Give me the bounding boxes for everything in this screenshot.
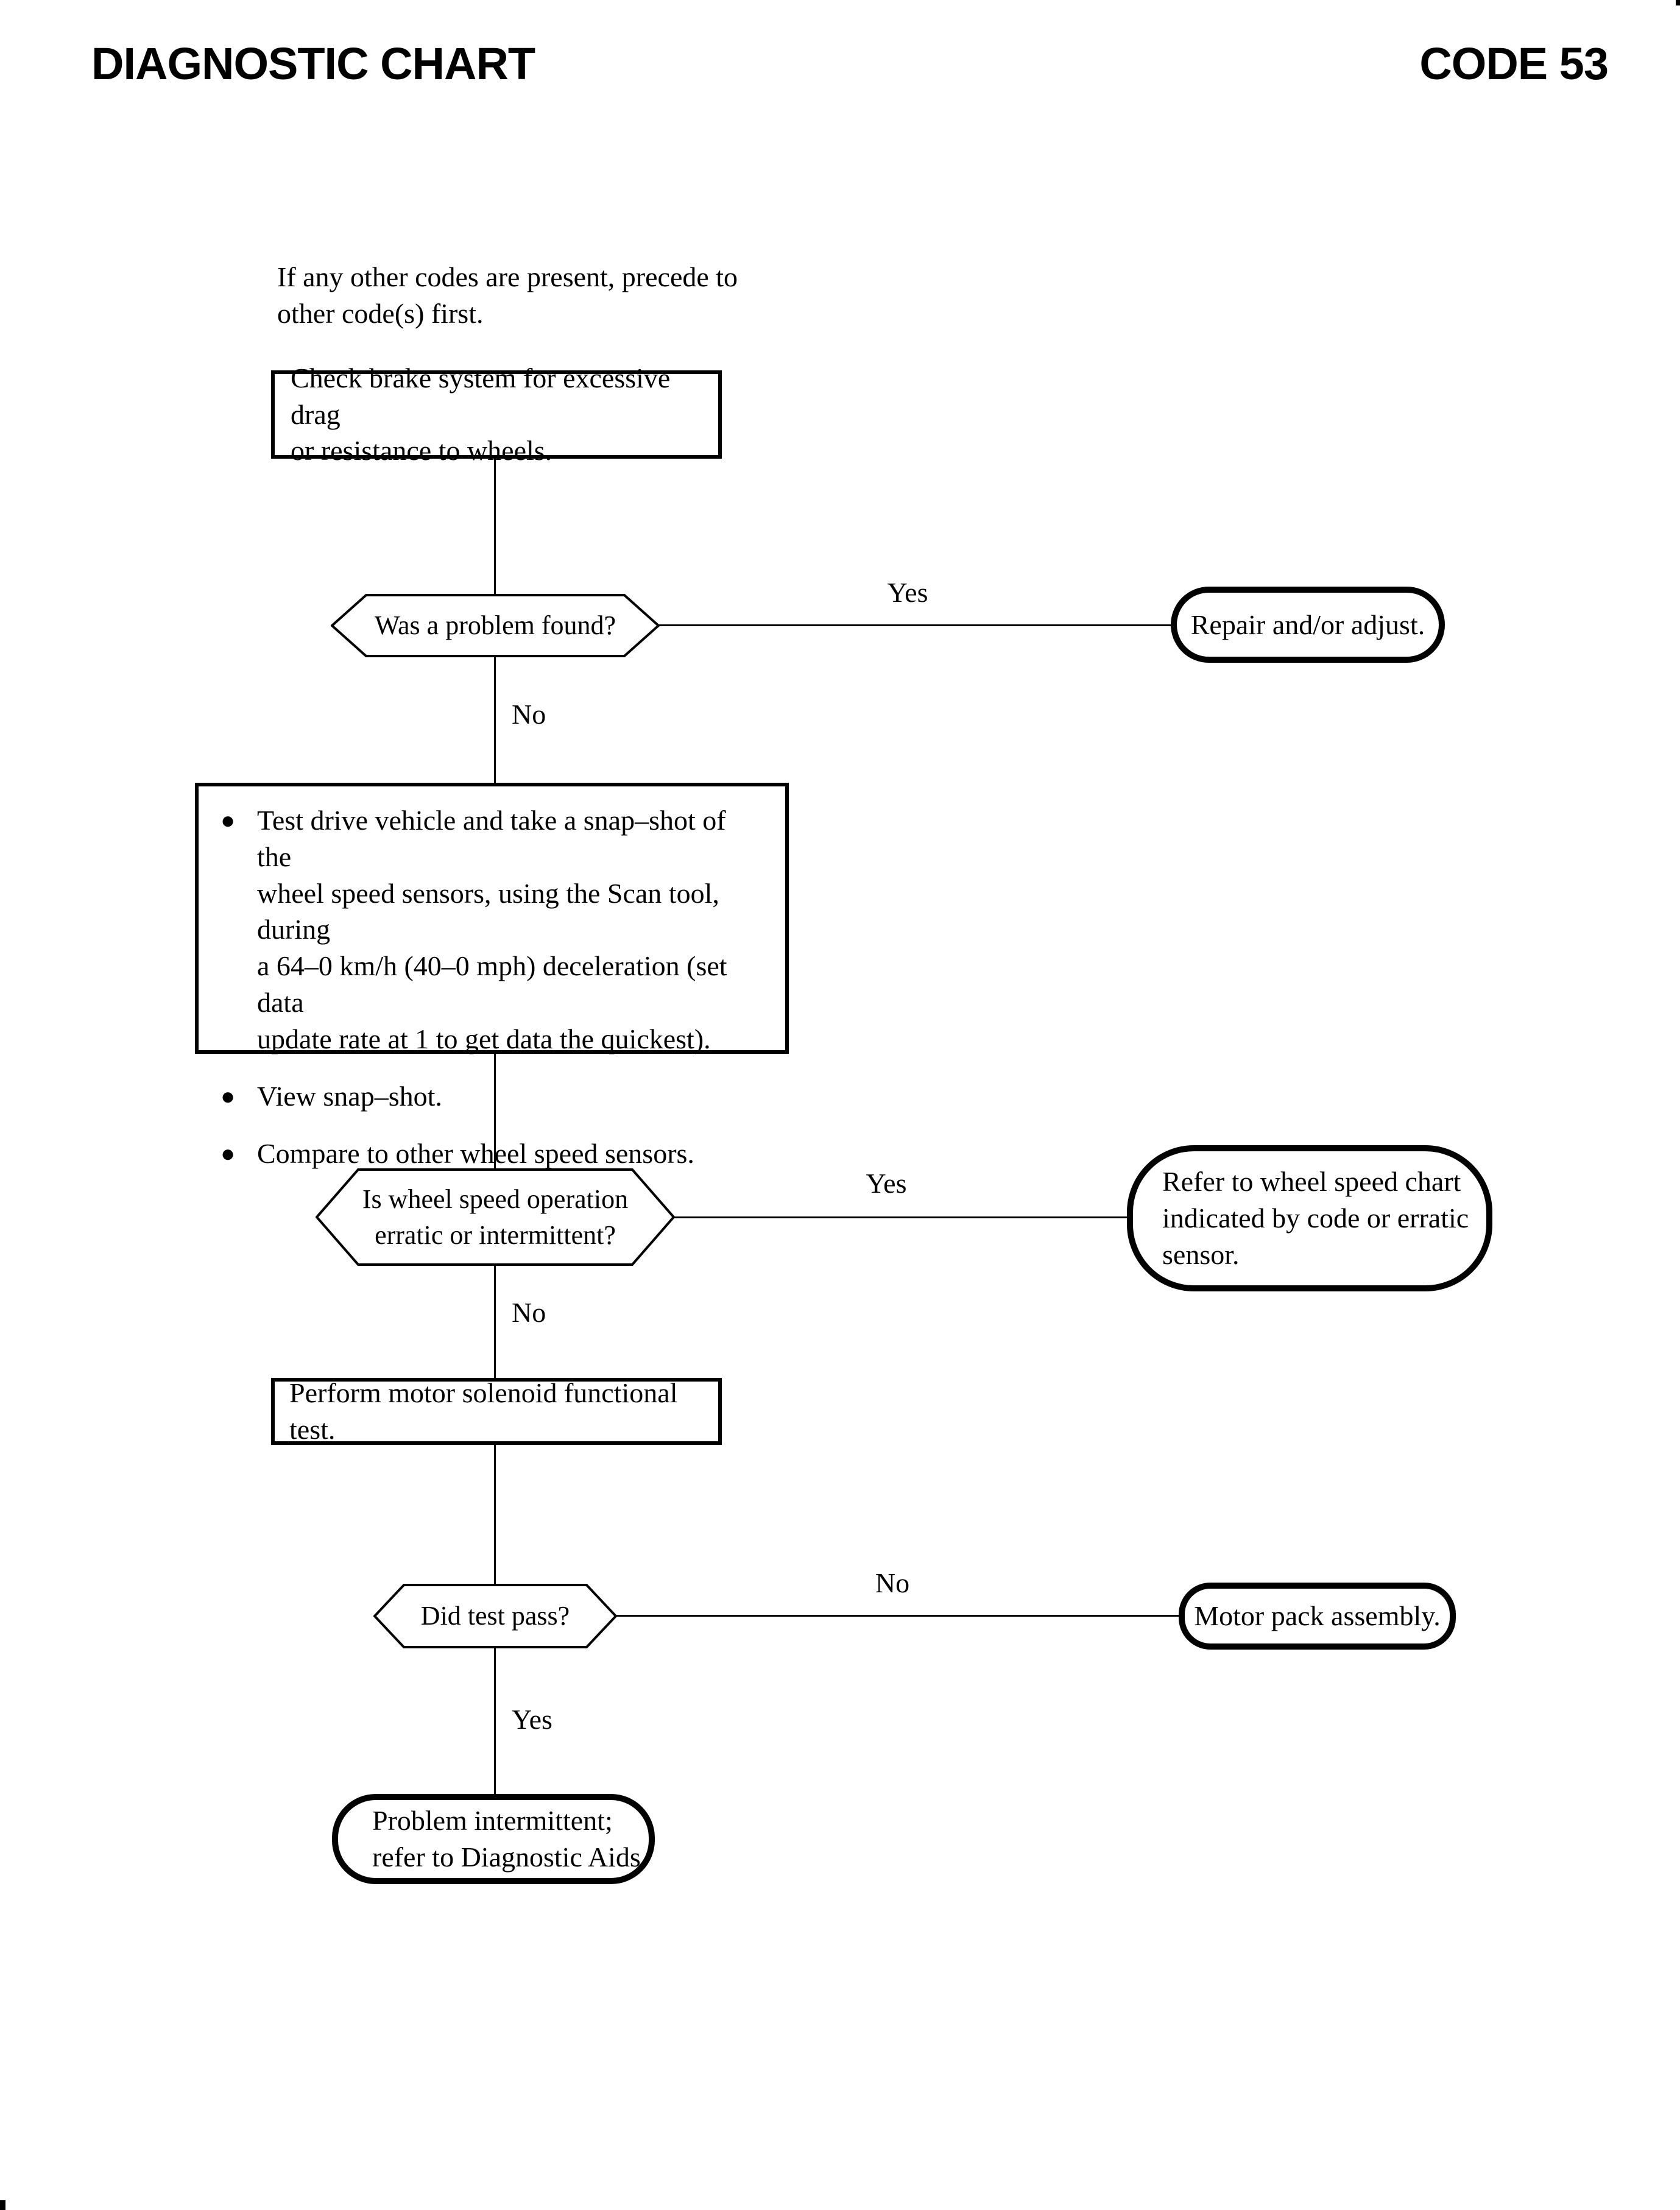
decision-erratic-intermittent-text: Is wheel speed operation erratic or inte… — [362, 1184, 629, 1250]
page-title: DIAGNOSTIC CHART — [91, 38, 535, 89]
scan-artifact-top-right — [1676, 0, 1680, 5]
action-refer-wheel-speed-chart: Refer to wheel speed chart indicated by … — [1127, 1145, 1492, 1291]
bullet-item-text: Compare to other wheel speed sensors. — [257, 1137, 694, 1169]
branch-label-yes-2: Yes — [866, 1168, 907, 1199]
terminal-problem-intermittent: Problem intermittent; refer to Diagnosti… — [332, 1794, 655, 1884]
intro-note: If any other codes are present, precede … — [277, 261, 738, 329]
decision-problem-found-text: Was a problem found? — [375, 610, 616, 641]
bullet-icon: ● — [221, 1082, 236, 1110]
bullet-icon: ● — [221, 1139, 236, 1167]
bullet-item: ● Test drive vehicle and take a snap–sho… — [221, 802, 767, 1057]
connector-no-branch-3 — [616, 1615, 1179, 1617]
process-box-check-brakes-text: Check brake system for excessive drag or… — [291, 362, 671, 467]
connector-vertical-4 — [494, 1266, 496, 1378]
scan-artifact-bottom-left — [0, 2200, 5, 2210]
connector-vertical-6 — [494, 1648, 496, 1794]
process-box-solenoid-test-text: Perform motor solenoid functional test. — [289, 1377, 678, 1445]
code-number: CODE 53 — [1419, 38, 1609, 89]
bullet-icon: ● — [221, 807, 236, 834]
connector-vertical-1 — [494, 459, 496, 594]
decision-test-pass: Did test pass? — [373, 1584, 617, 1648]
decision-test-pass-text: Did test pass? — [420, 1601, 570, 1631]
branch-label-yes-1: Yes — [887, 577, 928, 608]
bullet-item-text: Test drive vehicle and take a snap–shot … — [257, 805, 727, 1054]
bullet-item-text: View snap–shot. — [257, 1080, 442, 1112]
action-repair-adjust-text: Repair and/or adjust. — [1190, 609, 1425, 640]
branch-label-no-1: No — [512, 699, 546, 730]
connector-yes-branch-2 — [674, 1216, 1127, 1218]
branch-label-no-2: No — [512, 1297, 546, 1328]
process-box-solenoid-test: Perform motor solenoid functional test. — [271, 1377, 722, 1445]
connector-vertical-2 — [494, 657, 496, 783]
connector-vertical-5 — [494, 1445, 496, 1584]
terminal-problem-intermittent-text: Problem intermittent; refer to Diagnosti… — [372, 1805, 648, 1873]
action-repair-adjust: Repair and/or adjust. — [1171, 587, 1445, 663]
bullet-item: ● Compare to other wheel speed sensors. — [221, 1135, 767, 1172]
connector-vertical-3 — [494, 1054, 496, 1168]
hexagon-shape — [373, 1584, 617, 1648]
process-box-check-brakes: Check brake system for excessive drag or… — [271, 362, 722, 466]
process-box-test-drive: ● Test drive vehicle and take a snap–sho… — [195, 783, 789, 1169]
action-motor-pack-assembly: Motor pack assembly. — [1179, 1583, 1456, 1650]
bullet-item: ● View snap–shot. — [221, 1078, 767, 1115]
hexagon-shape — [331, 594, 660, 657]
branch-label-no-3: No — [875, 1567, 910, 1598]
decision-erratic-intermittent: Is wheel speed operation erratic or inte… — [316, 1168, 675, 1266]
connector-yes-branch-1 — [659, 624, 1171, 626]
branch-label-yes-3: Yes — [512, 1704, 552, 1735]
hexagon-shape — [316, 1168, 675, 1266]
action-refer-wheel-speed-chart-text: Refer to wheel speed chart indicated by … — [1162, 1166, 1469, 1270]
decision-problem-found: Was a problem found? — [331, 594, 660, 657]
action-motor-pack-assembly-text: Motor pack assembly. — [1194, 1600, 1441, 1632]
